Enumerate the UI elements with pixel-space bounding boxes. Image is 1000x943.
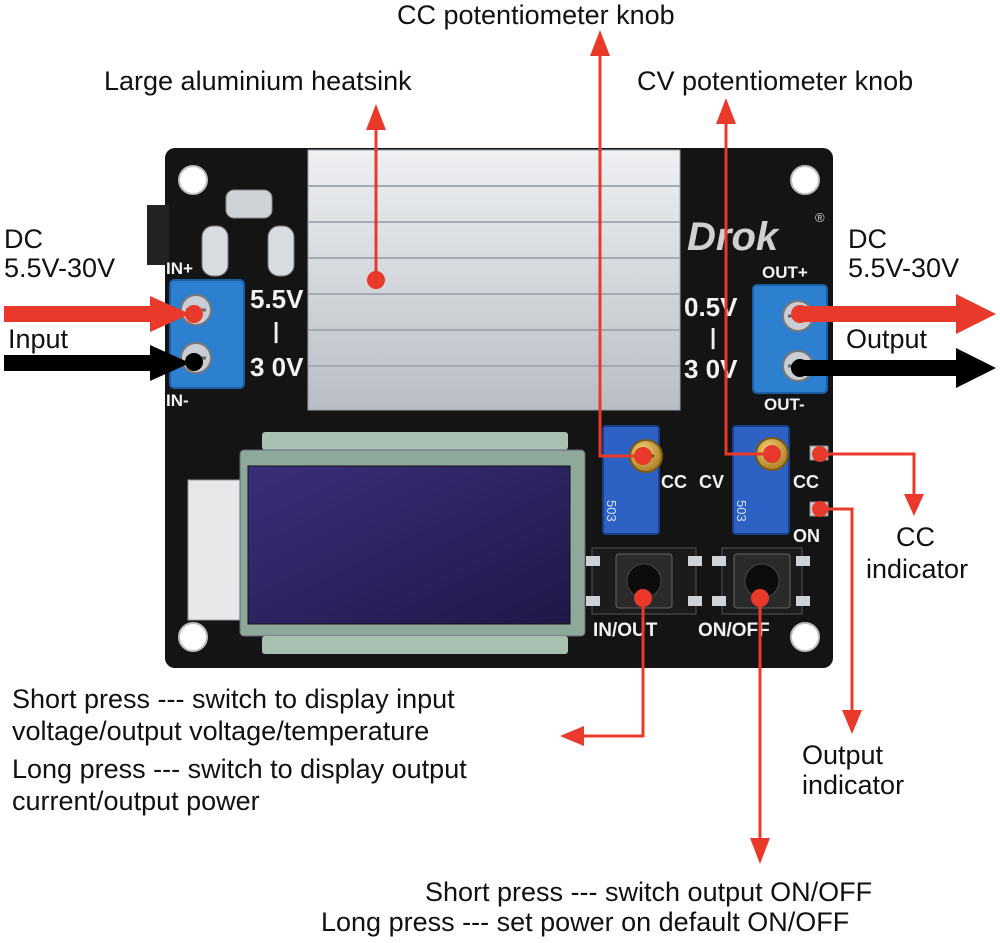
- label-cv-knob: CV potentiometer knob: [637, 66, 914, 96]
- silk-in-voltage-sep: |: [273, 318, 279, 343]
- silk-in-voltage-top: 5.5V: [250, 284, 304, 314]
- label-heatsink: Large aluminium heatsink: [104, 66, 412, 96]
- dc-jack: [147, 205, 169, 265]
- silk-cv: CV: [699, 472, 724, 492]
- output-positive-arrow: [791, 294, 996, 334]
- label-onoff-desc-2: Long press --- set power on default ON/O…: [321, 907, 850, 937]
- label-output-indicator-2: indicator: [802, 770, 905, 800]
- cc-knob-callout-line: [598, 52, 640, 458]
- cc-led-dot: [812, 446, 828, 462]
- silk-out-voltage-sep: |: [710, 324, 716, 349]
- cv-knob-arrowhead: [716, 98, 736, 124]
- inout-arrowhead: [560, 726, 584, 746]
- output-negative-arrow: [791, 348, 996, 388]
- label-output-indicator-1: Output: [802, 740, 884, 770]
- label-cc-indicator-2: indicator: [866, 554, 969, 584]
- cv-knob-dot: [763, 445, 781, 463]
- silk-in-plus: IN+: [166, 259, 193, 278]
- silk-in-minus: IN-: [166, 391, 189, 410]
- output-indicator-arrowhead: [842, 710, 862, 734]
- input-positive-arrow: [4, 296, 203, 332]
- label-inout-desc-4: current/output power: [12, 786, 260, 816]
- cc-indicator-arrowhead: [904, 494, 924, 516]
- lcd-module: [187, 432, 586, 654]
- silk-on-led: ON: [793, 526, 820, 546]
- output-terminal: [752, 284, 828, 394]
- inout-button: [586, 547, 702, 615]
- registered-mark: ®: [815, 210, 825, 225]
- silk-cc: CC: [661, 472, 687, 492]
- silk-in-voltage-bottom: 3 0V: [250, 352, 304, 382]
- label-output: Output: [846, 324, 928, 354]
- label-cc-indicator-1: CC: [896, 522, 935, 552]
- label-output-dc: DC: [848, 224, 887, 254]
- input-terminal: [169, 279, 245, 389]
- onoff-arrowhead: [750, 838, 770, 864]
- cv-potentiometer: 503: [732, 425, 790, 535]
- silk-out-voltage-bottom: 3 0V: [684, 354, 738, 384]
- label-input-range: 5.5V-30V: [4, 253, 116, 283]
- components-top-left: [201, 189, 295, 277]
- silk-out-plus: OUT+: [762, 263, 808, 282]
- silk-btn-onoff: ON/OFF: [698, 620, 770, 641]
- silk-out-voltage-top: 0.5V: [684, 292, 738, 322]
- cv-pot-code: 503: [734, 500, 749, 522]
- label-inout-desc-3: Long press --- switch to display output: [12, 754, 467, 784]
- cc-pot-code: 503: [604, 500, 619, 522]
- silk-btn-inout: IN/OUT: [593, 620, 658, 641]
- cv-knob-callout-line: [724, 120, 770, 456]
- inout-callout-line: [578, 596, 645, 738]
- output-indicator-callout-line: [820, 507, 854, 716]
- label-input: Input: [8, 324, 69, 354]
- mounting-holes: [178, 165, 820, 652]
- heatsink-arrowhead: [366, 104, 386, 130]
- output-led-dot: [812, 501, 828, 517]
- heatsink-dot: [367, 271, 385, 289]
- inout-button-dot: [634, 589, 652, 607]
- cc-knob-arrowhead: [590, 30, 610, 56]
- cc-potentiometer: 503: [602, 425, 663, 535]
- silk-cc-led: CC: [793, 472, 819, 492]
- heatsink: [307, 149, 681, 411]
- label-output-range: 5.5V-30V: [848, 253, 960, 283]
- label-input-dc: DC: [4, 224, 43, 254]
- brand-logo: Drok: [687, 215, 780, 259]
- cc-knob-dot: [634, 447, 652, 465]
- input-negative-arrow: [4, 345, 203, 381]
- label-onoff-desc-1: Short press --- switch output ON/OFF: [425, 877, 873, 907]
- label-inout-desc-1: Short press --- switch to display input: [12, 684, 455, 714]
- label-inout-desc-2: voltage/output voltage/temperature: [12, 716, 430, 746]
- onoff-button-dot: [751, 589, 769, 607]
- silk-out-minus: OUT-: [764, 395, 805, 414]
- cc-indicator-callout-line: [820, 452, 916, 500]
- label-cc-knob: CC potentiometer knob: [397, 0, 675, 30]
